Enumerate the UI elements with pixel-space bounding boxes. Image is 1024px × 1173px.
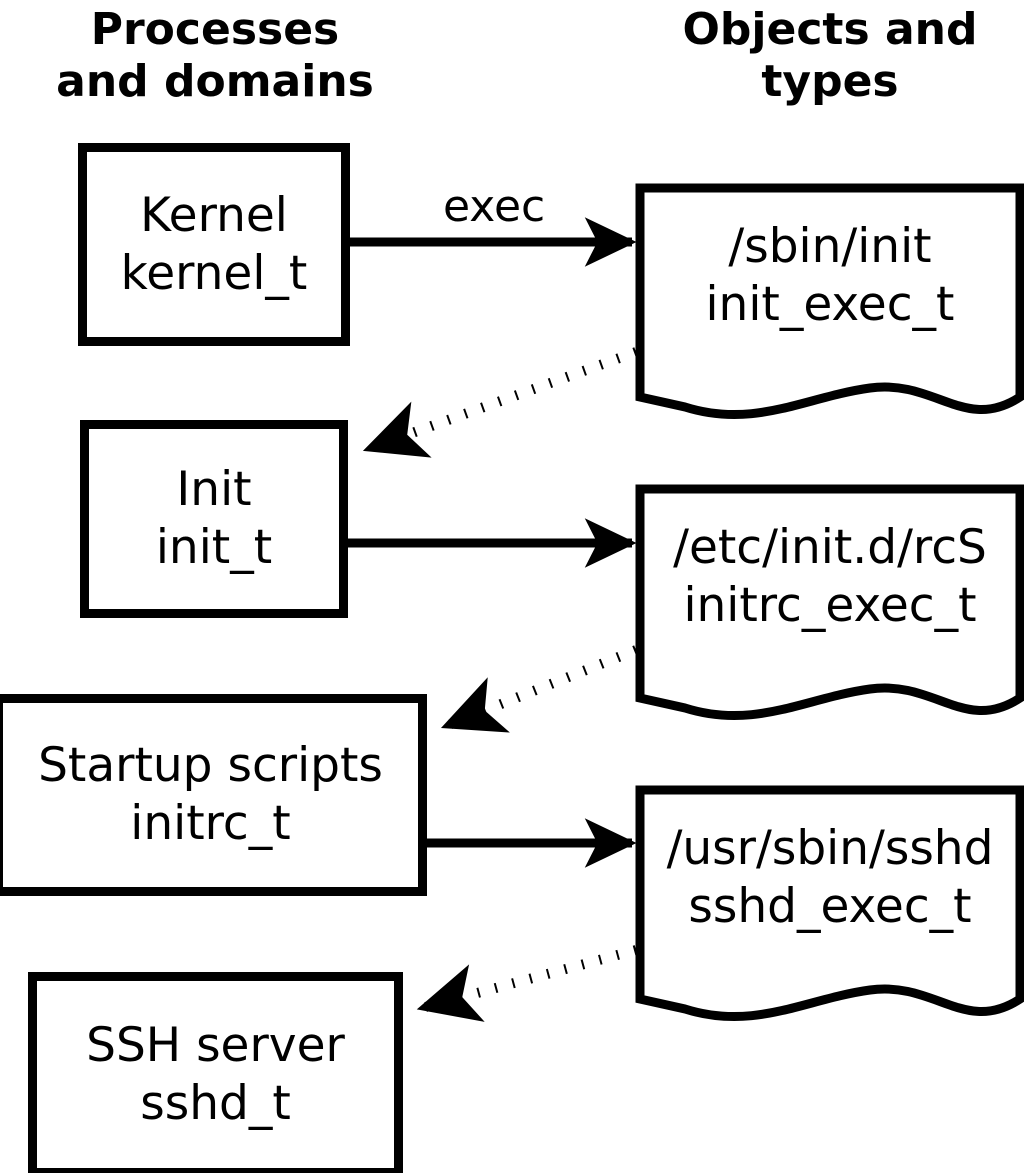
edge-label-exec: exec (443, 181, 546, 232)
document-shape-icon (635, 484, 1024, 721)
edge-sbin-init-to-init (362, 347, 638, 458)
object-doc-etc-initd-rcs[interactable]: /etc/init.d/rcS initrc_exec_t (635, 484, 1024, 729)
process-box-startup-scripts[interactable]: Startup scripts initrc_t (0, 694, 427, 896)
process-box-ssh-server-name: SSH server (86, 1017, 345, 1073)
process-box-init-name: Init (176, 462, 252, 517)
column-header-processes: Processes and domains (56, 4, 374, 107)
process-box-ssh-server[interactable]: SSH server sshd_t (28, 972, 403, 1173)
process-box-kernel[interactable]: Kernel kernel_t (78, 143, 350, 346)
process-box-ssh-server-type: sshd_t (140, 1075, 291, 1131)
document-shape-icon (635, 183, 1024, 420)
object-doc-sbin-init[interactable]: /sbin/init init_exec_t (635, 183, 1024, 428)
process-box-init-type: init_t (155, 520, 273, 575)
process-box-kernel-name: Kernel (140, 187, 288, 243)
object-doc-usr-sbin-sshd[interactable]: /usr/sbin/sshd sshd_exec_t (635, 785, 1024, 1030)
column-header-objects: Objects and types (682, 4, 978, 107)
process-box-init[interactable]: Init init_t (80, 420, 348, 618)
process-box-startup-scripts-type: initrc_t (130, 796, 291, 851)
document-shape-icon (635, 785, 1024, 1022)
edge-sshd-to-ssh-server (416, 945, 638, 1022)
process-box-kernel-type: kernel_t (120, 245, 308, 301)
process-box-startup-scripts-name: Startup scripts (38, 738, 383, 793)
edge-rcs-to-startup-scripts (440, 645, 638, 733)
